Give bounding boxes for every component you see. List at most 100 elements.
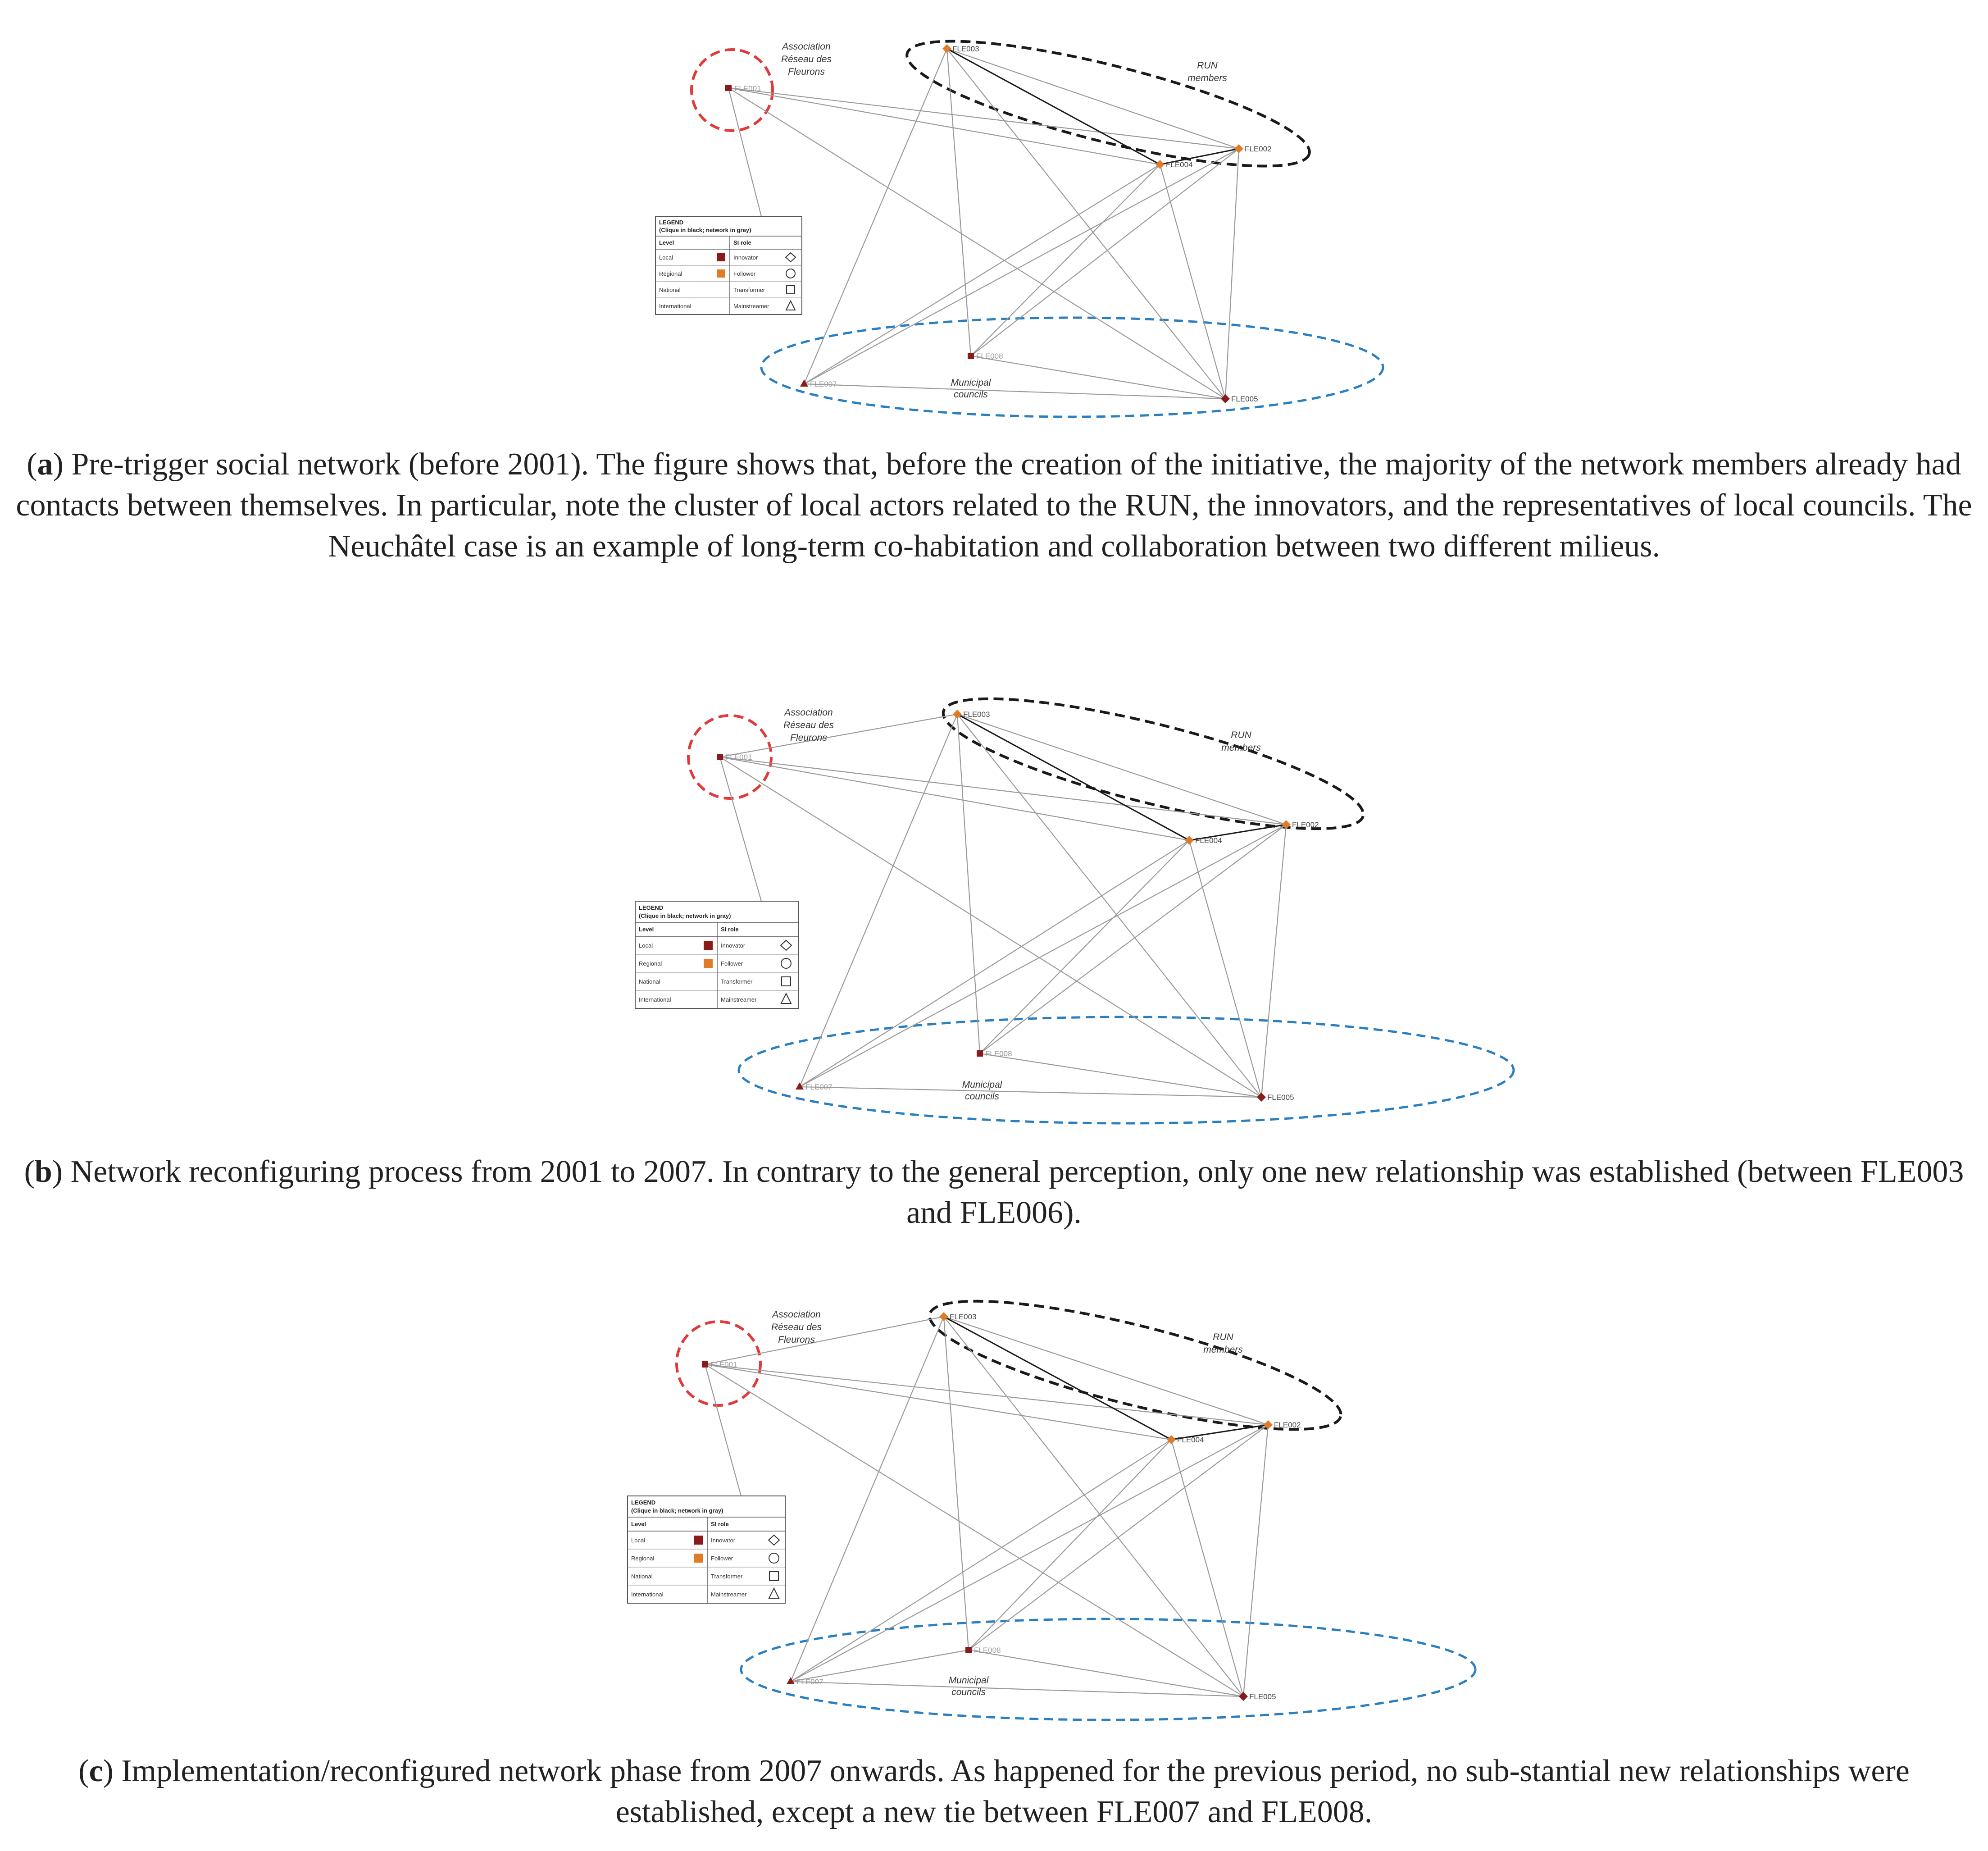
- node-label: FLE008: [985, 1049, 1012, 1058]
- edge: [968, 1424, 1269, 1650]
- network-diagram-c: FLE001 FLE003 FLE004 FLE002 FLE008 FLE00…: [627, 1299, 1477, 1721]
- legend-diamond-icon: [780, 939, 792, 951]
- municipal-label: councils: [951, 1687, 986, 1697]
- node-marker-local: [717, 754, 723, 760]
- edge: [804, 383, 1226, 400]
- edge: [957, 714, 1262, 1098]
- node-marker-regional: [1167, 1435, 1176, 1444]
- node-marker-local: [787, 1677, 795, 1684]
- legend-role: Transformer: [733, 287, 765, 293]
- network-diagram-b: FLE001 FLE003 FLE004 FLE002 FLE008 FLE00…: [635, 697, 1515, 1125]
- legend-level: Local: [639, 942, 653, 949]
- association-label: Association: [783, 707, 833, 718]
- legend-circle-icon: [781, 958, 792, 969]
- municipal-label: Municipal: [949, 1675, 989, 1686]
- legend-role: Mainstreamer: [721, 996, 757, 1003]
- legend-role: Mainstreamer: [711, 1591, 747, 1598]
- edge: [705, 1363, 1269, 1426]
- node-label: FLE003: [950, 1313, 977, 1321]
- run-label: members: [1203, 1345, 1243, 1355]
- association-label: Réseau des: [783, 720, 834, 730]
- edge: [799, 824, 1287, 1087]
- legend-triangle-icon: [768, 1587, 780, 1599]
- node-marker-regional: [1155, 160, 1165, 169]
- edge: [957, 713, 1287, 825]
- edge: [1159, 164, 1226, 399]
- association-label: Réseau des: [781, 54, 832, 64]
- legend-role: Follower: [733, 270, 756, 277]
- association-label: Fleurons: [788, 67, 825, 77]
- clique-edge: [957, 713, 1190, 841]
- edge: [790, 1649, 969, 1682]
- network-panel-a: FLE001 FLE003 FLE004 FLE002 FLE008 FLE00…: [0, 0, 1988, 644]
- edge: [719, 756, 1287, 825]
- association-ring: [690, 48, 774, 132]
- network-edges: [719, 713, 1287, 1098]
- edge: [946, 48, 972, 356]
- edge: [1224, 148, 1240, 399]
- municipal-label: councils: [954, 389, 988, 400]
- association-label: Association: [781, 41, 830, 52]
- legend-role-header: SI role: [721, 926, 739, 933]
- run-members-ring: [928, 1299, 1342, 1431]
- caption-a-text: Pre-trigger social network (before 2001)…: [16, 447, 1972, 564]
- run-label: RUN: [1231, 730, 1251, 740]
- legend-level: National: [631, 1573, 653, 1580]
- edge: [979, 840, 1190, 1054]
- edge: [719, 757, 1262, 1098]
- node-marker-regional: [1234, 144, 1243, 153]
- caption-b: (b) Network reconfiguring process from 2…: [24, 1154, 1964, 1230]
- node-marker-regional: [953, 710, 962, 719]
- edge: [943, 1316, 1269, 1426]
- node-marker-local: [702, 1361, 708, 1368]
- node-label: FLE001: [725, 753, 752, 761]
- legend-subtitle: (Clique in black; network in gray): [631, 1507, 723, 1514]
- run-label: members: [1187, 73, 1227, 83]
- edge: [943, 1316, 1244, 1697]
- edge: [970, 355, 1226, 400]
- edge: [705, 1363, 1172, 1441]
- clique-edges: [943, 1316, 1269, 1441]
- run-members-ring: [942, 697, 1365, 830]
- edge: [1242, 1424, 1269, 1697]
- network-edges: [704, 1316, 1269, 1697]
- node-label: FLE004: [1166, 160, 1193, 169]
- legend-level: National: [659, 287, 681, 293]
- legend-regional-swatch: [704, 959, 713, 968]
- nodes: FLE001 FLE003 FLE004 FLE002 FLE008 FLE00…: [725, 44, 1272, 403]
- edge: [790, 1424, 1269, 1682]
- legend-role: Innovator: [733, 254, 758, 261]
- legend-role: Follower: [711, 1555, 733, 1562]
- node-marker-regional: [942, 44, 951, 53]
- legend-level: Regional: [659, 270, 682, 277]
- caption-b-label: b: [34, 1154, 52, 1189]
- legend-circle-icon: [786, 269, 796, 278]
- association-label: Fleurons: [790, 733, 827, 743]
- nodes: FLE001 FLE003 FLE004 FLE002 FLE008 FLE00…: [702, 1312, 1301, 1701]
- group-annotations: Association Réseau des Fleurons RUN memb…: [771, 1309, 1243, 1697]
- municipal-councils-ring: [740, 1618, 1477, 1721]
- legend-role: Follower: [721, 960, 743, 967]
- legend-title: LEGEND: [639, 904, 663, 911]
- legend-box: LEGEND (Clique in black; network in gray…: [655, 216, 802, 315]
- caption-b-text: Network reconfiguring process from 2001 …: [63, 1154, 1964, 1230]
- node-marker-local: [965, 1647, 972, 1653]
- node-label: FLE008: [974, 1646, 1001, 1655]
- edge: [790, 1316, 945, 1682]
- edge: [1170, 1439, 1244, 1697]
- nodes: FLE001 FLE003 FLE004 FLE002 FLE008 FLE00…: [717, 710, 1319, 1102]
- node-marker-regional: [1282, 820, 1291, 829]
- legend-role: Innovator: [721, 942, 746, 949]
- clique-edge: [943, 1316, 1172, 1441]
- legend-level: National: [639, 978, 660, 985]
- edge: [799, 1086, 1262, 1098]
- municipal-label: Municipal: [951, 378, 992, 388]
- legend-role-header: SI role: [711, 1521, 729, 1527]
- node-label: FLE002: [1292, 821, 1319, 829]
- node-label: FLE005: [1249, 1692, 1276, 1701]
- legend-triangle-icon: [785, 300, 796, 310]
- edge: [790, 1681, 1244, 1697]
- legend-diamond-icon: [785, 252, 796, 263]
- municipal-label: councils: [965, 1091, 999, 1102]
- edge: [946, 48, 1226, 399]
